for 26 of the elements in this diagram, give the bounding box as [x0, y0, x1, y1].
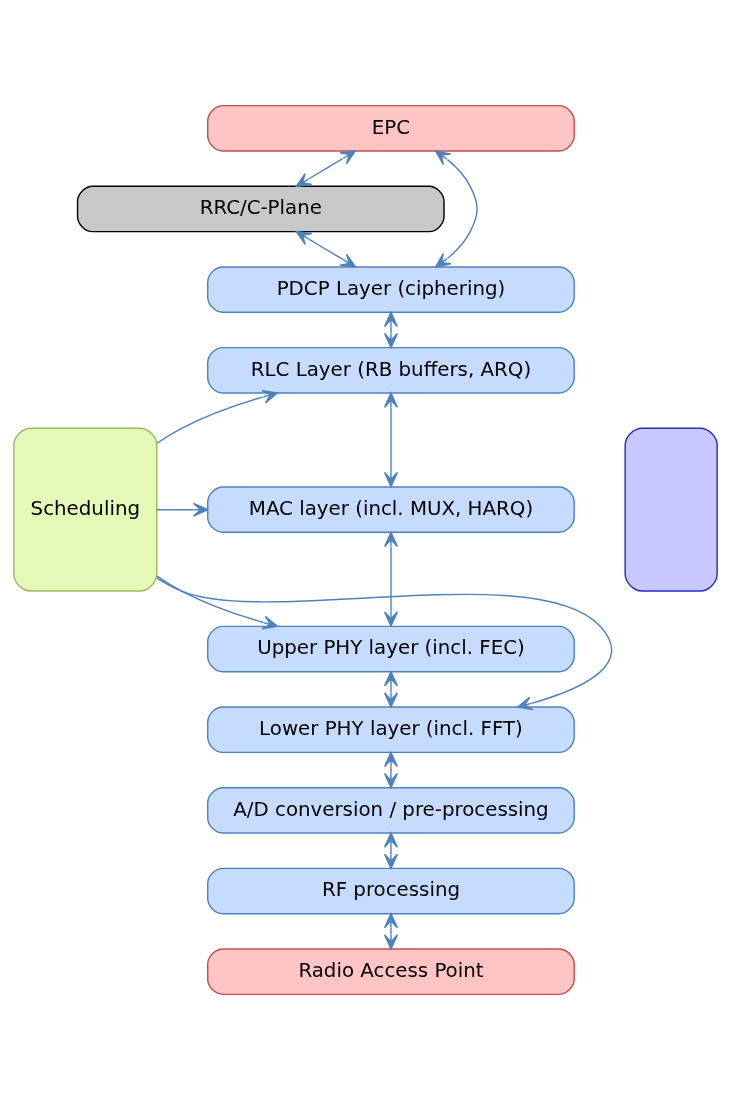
node-box: PDCP Layer (ciphering) [207, 265, 575, 313]
node-box: EPC [207, 104, 575, 152]
arrow [156, 502, 209, 517]
node-box: RF processing [207, 867, 575, 914]
arrow [156, 576, 613, 710]
arrow [383, 831, 399, 869]
arrow [383, 751, 399, 788]
arrow [156, 389, 279, 444]
arrow [383, 912, 399, 950]
node-box: MAC layer (incl. MUX, HARQ) [207, 485, 575, 533]
arrow [383, 311, 399, 348]
arrow [156, 574, 279, 629]
arrow [383, 391, 399, 487]
arrow [434, 149, 478, 268]
node-box: Lower PHY layer (incl. FFT) [207, 705, 575, 753]
node-box: A/D conversion / pre-processing [207, 786, 575, 834]
arrow [295, 230, 357, 268]
arrow [295, 149, 357, 187]
arrow [383, 670, 399, 708]
arrow [383, 531, 399, 627]
node-box: Upper PHY layer (incl. FEC) [207, 625, 575, 672]
node-box: RRC/C-Plane [76, 185, 445, 232]
node-box: Radio Access Point [207, 947, 575, 995]
node-box: Scheduling [13, 427, 158, 592]
node-box: RLC Layer (RB buffers, ARQ) [207, 346, 575, 394]
node-box [624, 427, 718, 592]
